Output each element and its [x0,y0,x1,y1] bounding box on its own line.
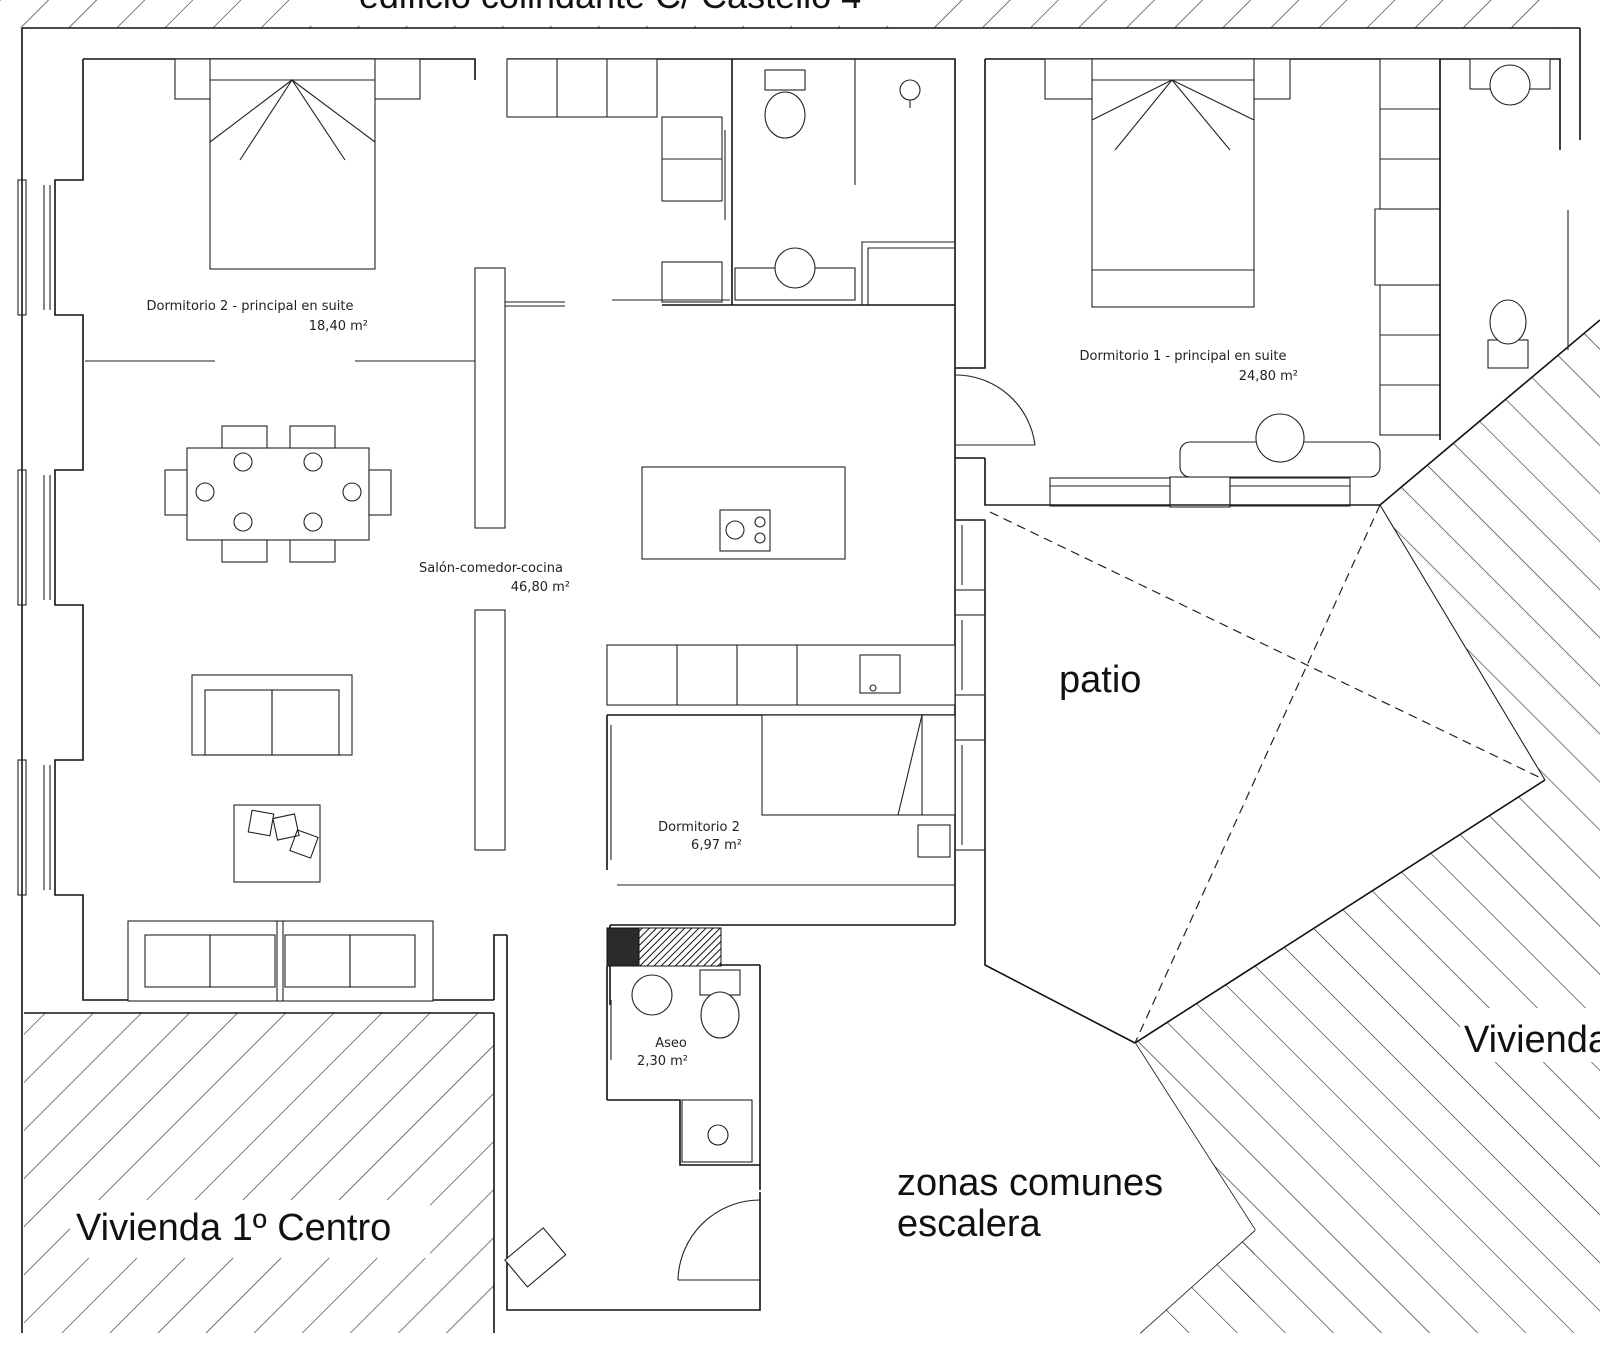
zone-patio-label: patio [1059,659,1141,701]
bathroom-suite-2 [662,59,955,306]
zone-common-label-line1: zonas comunes [897,1162,1163,1204]
zone-vivienda-centro-label: Vivienda 1º Centro [76,1207,391,1249]
kitchen-counter [606,644,956,706]
bed-left [209,58,376,270]
vivienda-centro-hatch [24,1012,495,1333]
zone-vivienda-right-label: Vivienda [1464,1019,1600,1061]
dining-table [164,425,392,563]
doors [85,130,1036,1288]
room-area-dormitorio-2: 6,97 m² [691,838,742,853]
vivienda-right-hatch [1000,319,1600,1334]
room-area-salon: 46,80 m² [511,580,570,595]
top-neighbour-label: edificio colindante C/ Castello 4 [359,0,861,16]
room-name-dormitorio-2-suite: Dormitorio 2 - principal en suite [147,299,354,314]
room-name-dormitorio-1-suite: Dormitorio 1 - principal en suite [1080,349,1287,364]
room-name-dormitorio-2: Dormitorio 2 [658,820,740,835]
wardrobes-top [506,58,723,303]
bathroom-suite-1 [1439,58,1569,440]
room-area-dormitorio-1-suite: 24,80 m² [1239,369,1298,384]
zone-common-label-line2: escalera [897,1203,1041,1245]
neighbour-building-hatch [0,0,1560,29]
living-furniture [127,674,434,1002]
bedroom-small [606,714,956,886]
room-area-dormitorio-2-suite: 18,40 m² [309,319,368,334]
apartment-walls [17,27,1581,1333]
room-name-aseo: Aseo [655,1036,687,1051]
bed-right [1044,58,1291,308]
room-area-aseo: 2,30 m² [637,1054,688,1069]
wardrobes-right [1169,58,1441,508]
kitchen-island [641,466,846,560]
patio-lines [985,504,1546,1044]
room-name-salon: Salón-comedor-cocina [419,561,563,576]
aseo-fixtures [606,927,760,1166]
